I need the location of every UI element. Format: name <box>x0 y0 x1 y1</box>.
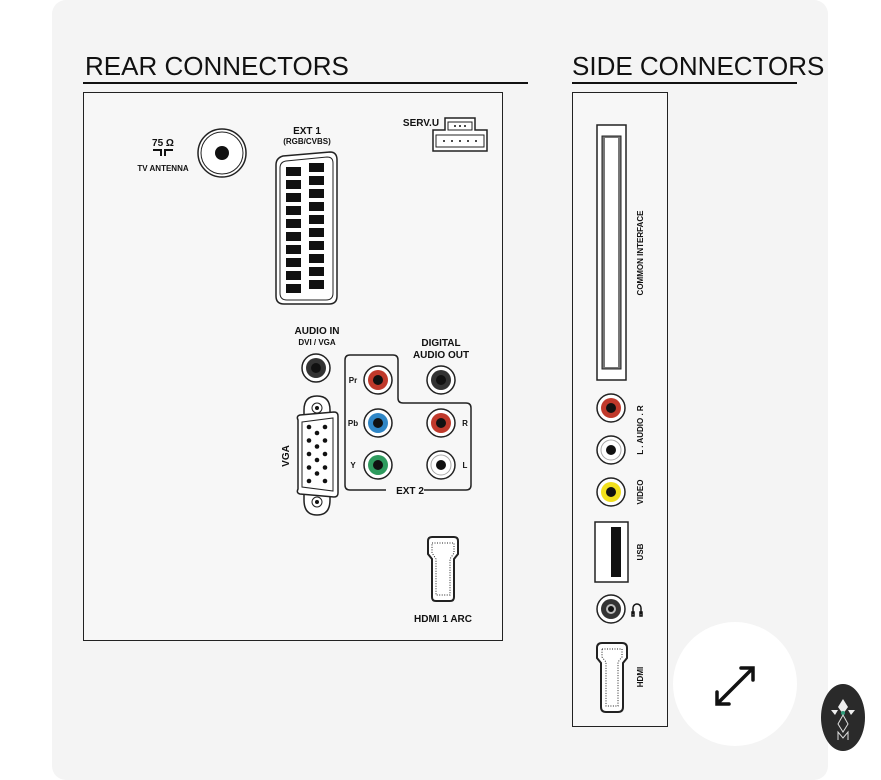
digital-audio-out-jack <box>426 365 456 395</box>
scart-pin <box>286 232 301 241</box>
vga-label: VGA <box>281 445 292 467</box>
usb-label: USB <box>636 543 645 560</box>
rear-rca-jacks <box>363 365 456 480</box>
side-video-jack <box>596 477 626 507</box>
scart-pin <box>286 167 301 176</box>
vga-pin <box>306 424 312 430</box>
expand-button[interactable] <box>673 622 797 746</box>
pb-jack <box>363 408 393 438</box>
scart-pin <box>309 280 324 289</box>
ext2-group-outline <box>344 354 472 491</box>
r-label: R <box>462 419 468 428</box>
audio-out-label: AUDIO OUT <box>413 350 469 361</box>
vga-pin <box>306 478 312 484</box>
digital-label: DIGITAL <box>421 338 460 349</box>
scart-pin <box>286 180 301 189</box>
scart-pin <box>309 241 324 250</box>
side-title: SIDE CONNECTORS <box>572 51 824 81</box>
side-rca-jacks <box>596 393 626 507</box>
vga-pin <box>314 444 320 449</box>
video-label: VIDEO <box>636 480 645 505</box>
scart-pin <box>309 202 324 211</box>
common-interface-slot <box>596 124 627 381</box>
scart-pin <box>309 189 324 198</box>
side-audio-l-jack <box>596 435 626 465</box>
pr-label: Pr <box>349 376 357 385</box>
ext1-label: EXT 1 <box>293 126 321 137</box>
scart-pin <box>309 254 324 263</box>
vga-pin <box>322 465 328 470</box>
brand-logo-icon <box>831 699 855 740</box>
audio-in-sub-label: DVI / VGA <box>298 338 336 347</box>
vga-pin <box>306 465 312 470</box>
usb-port <box>594 521 629 583</box>
side-audio-r-jack <box>596 393 626 423</box>
service-connector <box>432 117 488 152</box>
vga-pin <box>322 451 328 457</box>
vga-connector <box>296 395 339 516</box>
vga-pin <box>322 478 328 484</box>
pb-label: Pb <box>348 419 358 428</box>
hdmi-rear-port <box>427 536 459 602</box>
vga-pin <box>306 451 312 457</box>
ext1-sub-label: (RGB/CVBS) <box>283 137 331 146</box>
vga-pin <box>322 438 328 443</box>
brand-logo-button[interactable] <box>821 684 865 751</box>
headphone-icon <box>631 603 643 617</box>
scart-pin <box>286 193 301 202</box>
scart-pin <box>286 245 301 254</box>
scart-pin <box>309 176 324 185</box>
vga-pin <box>306 438 312 443</box>
rear-title: REAR CONNECTORS <box>85 51 349 81</box>
scart-pin <box>309 215 324 224</box>
scart-pin <box>286 284 301 293</box>
audio-l-jack <box>426 450 456 480</box>
antenna-symbol-icon <box>153 149 173 156</box>
scart-pin <box>309 267 324 276</box>
ext2-label: EXT 2 <box>396 486 424 497</box>
antenna-connector <box>197 128 247 178</box>
vga-pin <box>314 430 320 436</box>
vga-pin <box>314 457 320 463</box>
scart-pin <box>286 219 301 228</box>
audio-r-jack <box>426 408 456 438</box>
scart-pin <box>309 228 324 237</box>
common-interface-label: COMMON INTERFACE <box>636 210 645 296</box>
y-label: Y <box>350 461 356 470</box>
scart-pin <box>286 271 301 280</box>
y-jack <box>363 450 393 480</box>
pr-jack <box>363 365 393 395</box>
scart-pin <box>286 258 301 267</box>
audio-in-label: AUDIO IN <box>295 326 340 337</box>
vga-pin <box>314 471 320 476</box>
antenna-label: TV ANTENNA <box>137 164 188 173</box>
side-audio-label: L . AUDIO . R <box>636 405 645 455</box>
scart-pin <box>286 206 301 215</box>
scart-connector <box>275 151 338 305</box>
hdmi-rear-label: HDMI 1 ARC <box>414 614 472 625</box>
expand-arrows-icon <box>715 666 755 706</box>
hdmi-side-label: HDMI <box>636 667 645 687</box>
antenna-ohm-label: 75 Ω <box>152 138 174 149</box>
vga-pin <box>322 424 328 430</box>
audio-in-jack <box>301 353 331 383</box>
servu-label: SERV.U <box>403 118 439 129</box>
headphone-jack <box>596 594 626 624</box>
scart-pin <box>309 163 324 172</box>
l-label: L <box>463 461 468 470</box>
hdmi-side-port <box>596 642 628 713</box>
